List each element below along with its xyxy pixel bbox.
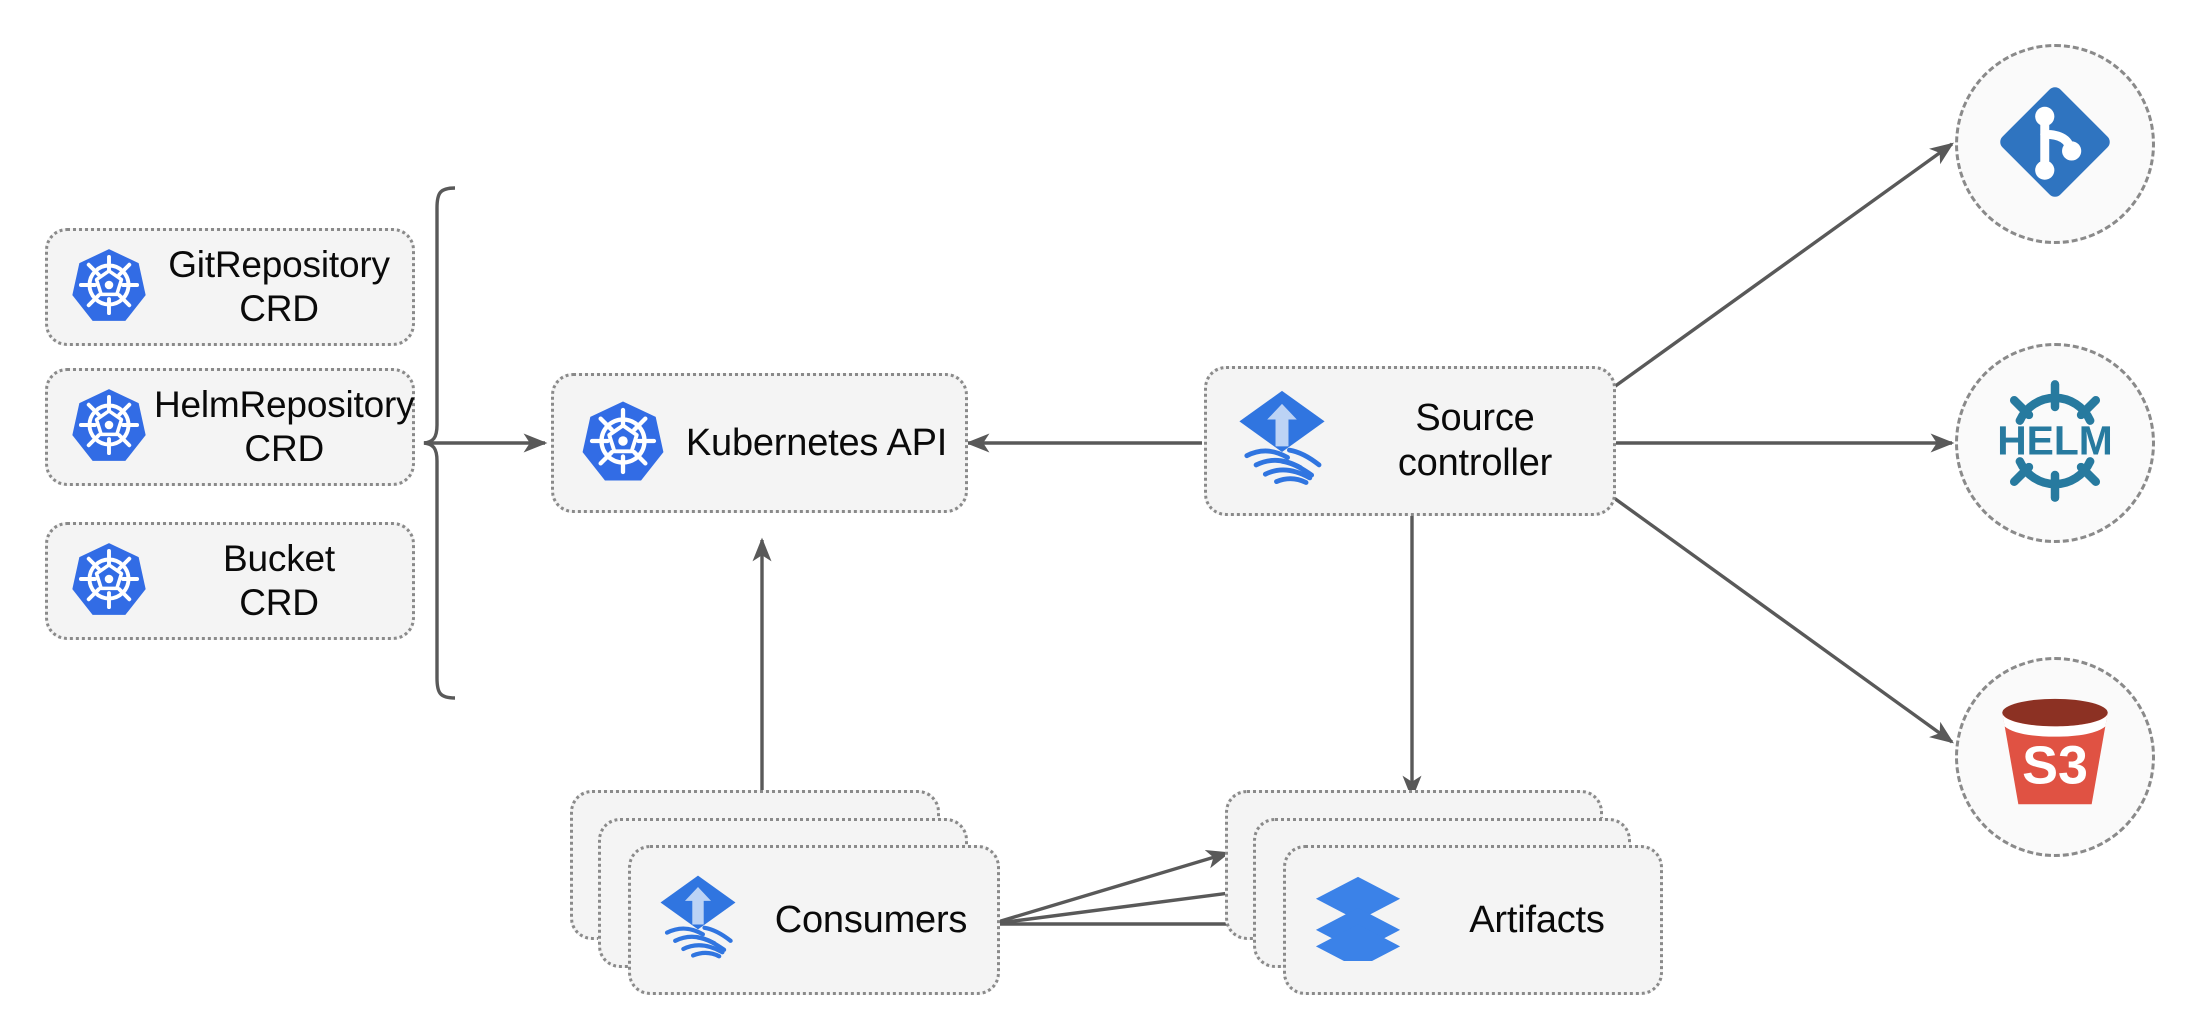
source-circle-helm[interactable]: HELM [1955,343,2155,543]
crd-label: HelmRepository CRD [154,384,415,469]
crd-box-helmrepository[interactable]: HelmRepository CRD [45,368,415,486]
kubernetes-icon [70,246,148,329]
crd-box-gitrepository[interactable]: GitRepository CRD [45,228,415,346]
source-circle-s3[interactable]: S3 [1955,657,2155,857]
kubernetes-icon [580,398,666,489]
git-icon [1991,78,2119,211]
node-label: Consumers [774,898,968,941]
helm-icon: HELM [1987,373,2123,514]
edge-source-controller-to-git [1613,142,1954,389]
artifacts-card-front[interactable]: Artifacts [1283,845,1663,995]
crd-box-bucket[interactable]: Bucket CRD [45,522,415,640]
node-kubernetes-api[interactable]: Kubernetes API [551,373,968,513]
edge-source-controller-to-s3 [1613,496,1954,744]
edge-consumers-to-artifacts-back [990,850,1231,926]
source-circle-git[interactable] [1955,44,2155,244]
crd-group-bracket [423,186,456,700]
s3-icon: S3 [1992,694,2118,821]
node-label: Kubernetes API [685,421,948,464]
node-source-controller[interactable]: Source controller [1204,366,1616,516]
kubernetes-icon [70,386,148,469]
helm-label: HELM [1997,417,2113,463]
consumers-card-front[interactable]: Consumers [628,845,1000,995]
node-consumers[interactable]: Consumers [570,790,1000,1000]
layers-icon [1312,875,1404,968]
crd-label: Bucket CRD [223,538,335,623]
node-label: Artifacts [1469,898,1605,941]
flux-icon [1235,389,1329,494]
flux-icon [657,874,739,967]
kubernetes-icon [70,540,148,623]
edge-consumers-to-artifacts-middle [990,883,1256,926]
s3-label: S3 [2022,735,2088,795]
node-label: Source controller [1397,397,1553,484]
node-artifacts[interactable]: Artifacts [1225,790,1665,1000]
crd-label: GitRepository CRD [168,244,390,329]
